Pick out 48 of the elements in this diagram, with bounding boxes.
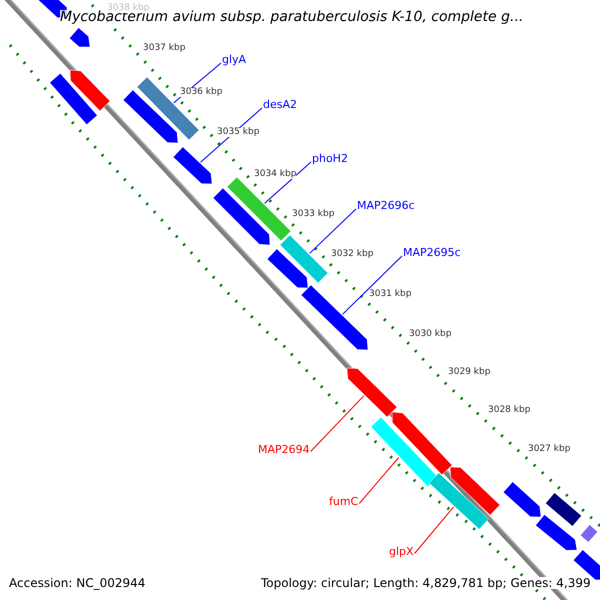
gene-block — [503, 482, 542, 518]
tick-label: 3036 kbp — [180, 88, 222, 97]
tick-label: 3030 kbp — [409, 330, 452, 339]
leader-line — [342, 256, 402, 315]
gene-label: MAP2695c — [403, 247, 461, 258]
leader-line — [309, 208, 356, 254]
gene-block — [49, 73, 98, 125]
gene-label: desA2 — [263, 99, 298, 110]
gene-block — [370, 416, 438, 488]
gene-block — [535, 514, 578, 551]
gene-block — [69, 27, 90, 48]
gene-block — [429, 472, 489, 530]
tick-label: 3034 kbp — [254, 170, 296, 179]
map-title: Mycobacterium avium subsp. paratuberculosis K-10, complete g... — [60, 10, 524, 24]
leader-line — [264, 162, 312, 204]
gene-label: fumC — [329, 496, 358, 507]
gene-block — [280, 234, 328, 284]
gene-label: phoH2 — [312, 153, 348, 164]
leader-line — [310, 395, 364, 452]
gene-block — [580, 524, 598, 543]
tick-label: 3028 kbp — [488, 406, 530, 415]
tick-label: 3037 kbp — [143, 44, 186, 53]
tick-label: 3032 kbp — [331, 250, 374, 259]
gene-label: glpX — [389, 546, 414, 557]
gene-block — [545, 492, 582, 527]
gene-label: MAP2694 — [258, 444, 310, 455]
tick-label: 3033 kbp — [292, 210, 334, 219]
tick-label: 3029 kbp — [448, 368, 490, 377]
gene-block — [122, 90, 178, 144]
gene-label: glyA — [222, 54, 246, 65]
gene-block — [70, 70, 110, 112]
gene-block — [212, 188, 270, 246]
leader-line — [358, 457, 400, 504]
info-text: Topology: circular; Length: 4,829,781 bp; Genes: 4,399 — [261, 577, 591, 589]
gene-block — [346, 368, 398, 418]
gene-block — [392, 412, 452, 476]
gene-block — [172, 146, 212, 184]
gene-block — [266, 248, 308, 288]
tick-label: 3031 kbp — [369, 290, 412, 299]
tick-label: 3027 kbp — [528, 445, 570, 454]
gene-label: MAP2696c — [357, 200, 415, 211]
tick-label: 3035 kbp — [217, 128, 260, 137]
tick-label: 3038 kbp — [107, 4, 150, 13]
leader-line — [414, 506, 454, 554]
gene-block — [300, 284, 368, 350]
info-text: Accession: NC_002944 — [9, 577, 146, 589]
gene-block — [226, 176, 292, 242]
gene-block — [450, 466, 500, 516]
